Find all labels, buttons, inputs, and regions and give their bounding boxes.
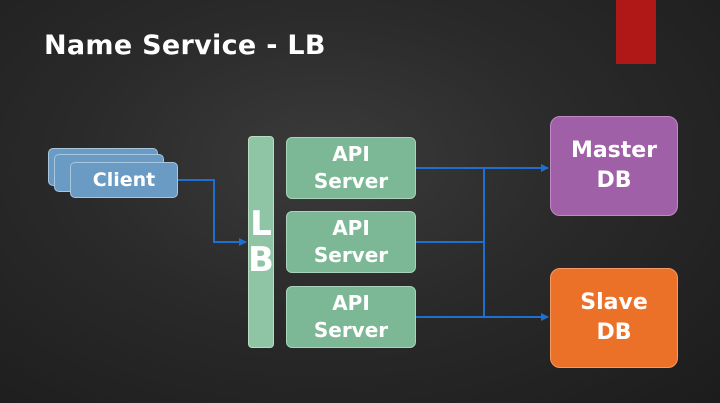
master-db-line1: Master <box>570 138 658 163</box>
api-server-node-3: API Server <box>286 286 416 348</box>
master-db-node: Master DB <box>550 116 678 216</box>
api-server-node-1: API Server <box>286 137 416 199</box>
slave-db-line1: Slave <box>580 290 648 315</box>
api-server-line2: Server <box>313 318 389 342</box>
slave-db-node: Slave DB <box>550 268 678 368</box>
slave-db-line2: DB <box>596 320 632 345</box>
slide-title: Name Service - LB <box>44 30 326 61</box>
api-server-line1: API <box>332 291 370 315</box>
api-server-line2: Server <box>313 243 389 267</box>
api-server-node-2: API Server <box>286 211 416 273</box>
client-node: Client <box>70 162 178 198</box>
master-db-line2: DB <box>596 168 632 193</box>
client-to-lb-arrow <box>178 179 247 246</box>
accent-bar <box>616 0 656 64</box>
client-label: Client <box>92 169 156 191</box>
load-balancer-node: L B <box>248 136 274 348</box>
api-server-line2: Server <box>313 169 389 193</box>
lb-letter-l: L <box>250 204 272 244</box>
api-server-line1: API <box>332 142 370 166</box>
api-server-line1: API <box>332 216 370 240</box>
lb-letter-b: B <box>248 240 274 280</box>
